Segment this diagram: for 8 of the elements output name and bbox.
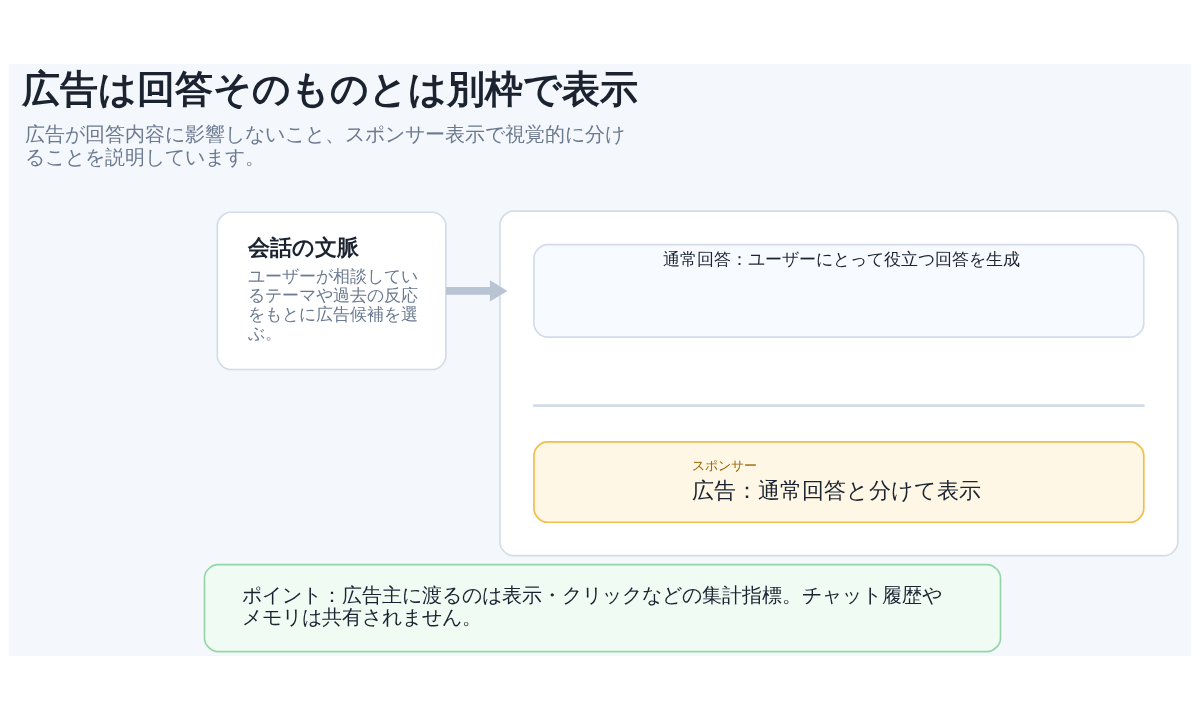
diagram-title: 広告は回答そのものとは別枠で表示 [22, 67, 639, 112]
label: 広告が回答内容に影響しないこと、スポンサー表示で視覚的に分けることを説明しています。 [25, 122, 625, 169]
cluster [499, 210, 1179, 557]
node-box: 通常回答：ユーザーにとって役立つ回答を生成 [533, 243, 1145, 338]
arrow [446, 280, 508, 302]
node-box: スポンサー 広告：通常回答と分けて表示 [533, 441, 1145, 524]
node-box: 会話の文脈 ユーザーが相談しているテーマや過去の反応をもとに広告候補を選ぶ。 [216, 211, 447, 371]
node-box: ポイント：広告主に渡るのは表示・クリックなどの集計指標。チャット履歴やメモリは共有されません。 [203, 563, 1002, 653]
